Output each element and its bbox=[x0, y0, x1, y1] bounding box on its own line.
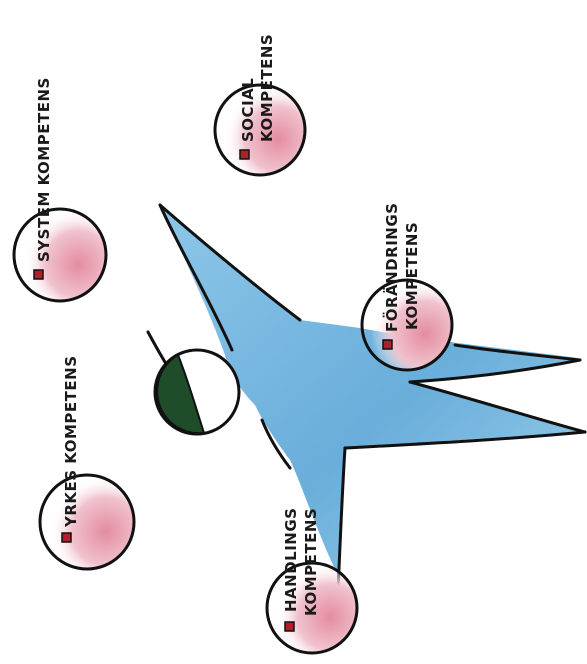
marker-square bbox=[62, 533, 71, 542]
marker-square bbox=[240, 150, 249, 159]
node-circle bbox=[14, 209, 106, 301]
half-filled-circle bbox=[155, 350, 239, 434]
yrkes-kompetens-node: YRKES KOMPETENS bbox=[40, 355, 134, 569]
forandrings-kompetens-node: FÖRÄNDRINGS KOMPETENS bbox=[362, 203, 452, 370]
marker-square bbox=[285, 622, 294, 631]
label-social-1: SOCIAL bbox=[239, 78, 257, 142]
marker-square bbox=[34, 270, 43, 279]
label-social-2: KOMPETENS bbox=[258, 34, 276, 142]
system-kompetens-node: SYSTEM KOMPETENS bbox=[14, 77, 106, 301]
label-handlings-1: HANDLINGS bbox=[282, 508, 300, 612]
label-handlings-2: KOMPETENS bbox=[302, 508, 320, 616]
marker-square bbox=[383, 340, 392, 349]
social-kompetens-node: SOCIAL KOMPETENS bbox=[215, 34, 305, 175]
label-forandrings-2: KOMPETENS bbox=[403, 222, 421, 330]
label-forandrings-1: FÖRÄNDRINGS bbox=[382, 203, 401, 332]
label-yrkes: YRKES KOMPETENS bbox=[62, 355, 80, 528]
label-system: SYSTEM KOMPETENS bbox=[35, 77, 53, 262]
handlings-kompetens-node: HANDLINGS KOMPETENS bbox=[267, 508, 357, 653]
node-circle bbox=[40, 475, 134, 569]
